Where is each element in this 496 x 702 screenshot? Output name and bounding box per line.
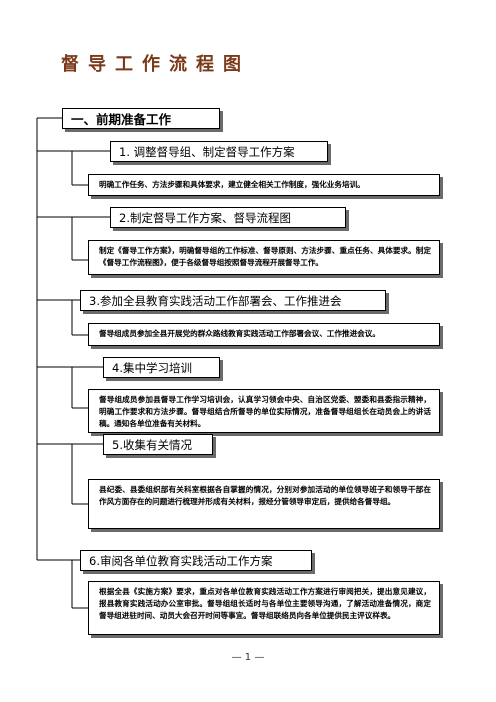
stage-5-label: 5.收集有关情况 [112, 437, 192, 452]
page-title: 督导工作流程图 [61, 54, 250, 75]
stage-6-detail: 根据全县《实施方案》要求，重点对各单位教育实践活动工作方案进行审阅把关，提出意见… [88, 581, 440, 635]
stage-2-label: 2.制定督导工作方案、督导流程图 [119, 210, 291, 225]
stage-4-label: 4.集中学习培训 [112, 360, 192, 375]
stage-2-desc: 制定《督导工作方案》，明确督导组的工作标准、督导原则、方法步骤、重点任务、具体要… [99, 246, 431, 267]
stage-2-header: 2.制定督导工作方案、督导流程图 [110, 207, 346, 228]
stage-3-header: 3.参加全县教育实践活动工作部署会、工作推进会 [80, 290, 386, 311]
stage-2-detail: 制定《督导工作方案》，明确督导组的工作标准、督导原则、方法步骤、重点任务、具体要… [88, 240, 440, 275]
stage-3-detail: 督导组成员参加全县开展党的群众路线教育实践活动工作部署会议、工作推进会议。 [88, 323, 440, 346]
page-number: — 1 — [231, 652, 265, 663]
stage-4-detail: 督导组成员参加县督导工作学习培训会，认真学习领会中央、自治区党委、盟委和县委指示… [88, 389, 440, 433]
stage-6-label: 6.审阅各单位教育实践活动工作方案 [89, 553, 273, 568]
stage-5-desc: 县纪委、县委组织部有关科室根据各自掌握的情况，分别对参加活动的单位领导班子和领导… [99, 485, 431, 506]
stage-5-detail: 县纪委、县委组织部有关科室根据各自掌握的情况，分别对参加活动的单位领导班子和领导… [88, 479, 440, 529]
stage-4-desc: 督导组成员参加县督导工作学习培训会，认真学习领会中央、自治区党委、盟委和县委指示… [99, 395, 431, 428]
stage-6-desc: 根据全县《实施方案》要求，重点对各单位教育实践活动工作方案进行审阅把关，提出意见… [99, 587, 431, 620]
stage-1-detail: 明确工作任务、方法步骤和具体要求，建立健全相关工作制度，强化业务培训。 [88, 174, 440, 196]
stage-1-desc: 明确工作任务、方法步骤和具体要求，建立健全相关工作制度，强化业务培训。 [99, 180, 365, 189]
stage-3-label: 3.参加全县教育实践活动工作部署会、工作推进会 [89, 293, 342, 308]
stage-1-header: 1. 调整督导组、制定督导工作方案 [110, 141, 328, 162]
stage-6-header: 6.审阅各单位教育实践活动工作方案 [80, 550, 312, 571]
stage-5-header: 5.收集有关情况 [103, 434, 213, 455]
section-header: 一、前期准备工作 [62, 108, 220, 129]
stage-3-desc: 督导组成员参加全县开展党的群众路线教育实践活动工作部署会议、工作推进会议。 [99, 329, 380, 338]
section-header-label: 一、前期准备工作 [71, 112, 172, 127]
stage-4-header: 4.集中学习培训 [103, 357, 220, 378]
stage-1-label: 1. 调整督导组、制定督导工作方案 [119, 144, 295, 159]
